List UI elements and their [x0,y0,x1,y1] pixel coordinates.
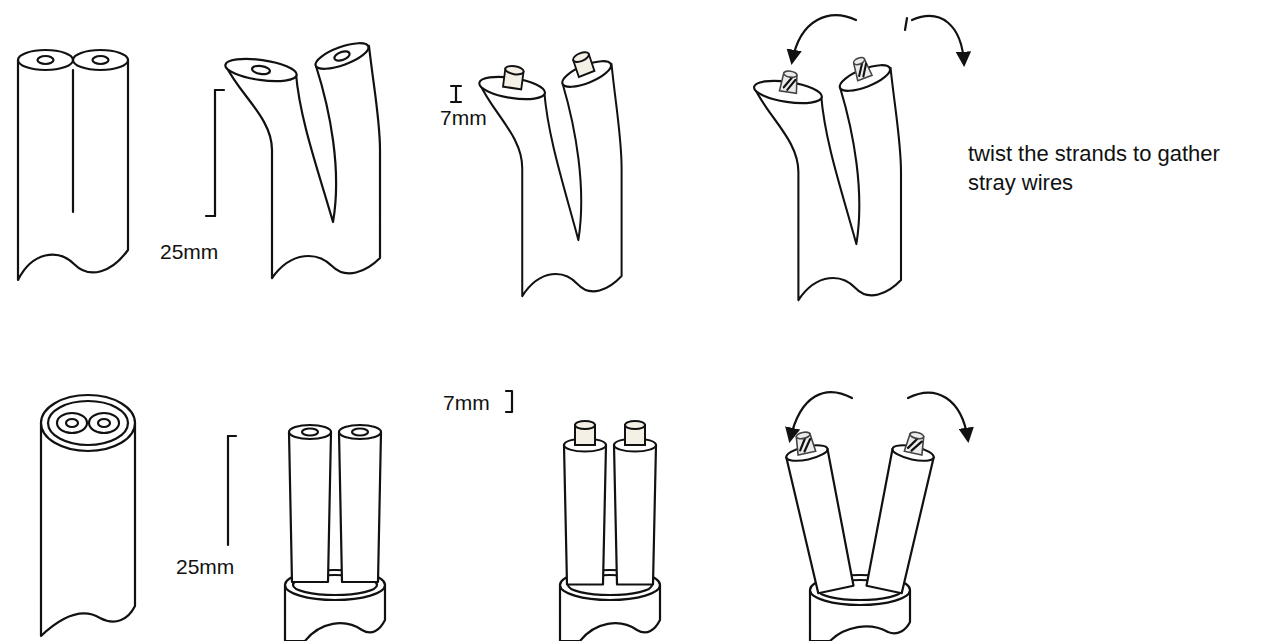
dimension-bracket [228,436,236,545]
dimension-mark [451,86,461,102]
flat-cable-whole [18,50,128,280]
dimension-label: 7mm [443,389,490,416]
dimension-bracket [206,90,224,216]
dimension-mark [506,391,512,412]
twist-arrows [792,15,964,64]
flat-cable-stripped [478,50,622,296]
dimension-label: 25mm [176,553,234,580]
flat-cable-split [224,38,380,278]
round-cable-whole [41,395,135,636]
twist-arrows [790,392,968,440]
flat-cable-twisted [753,56,901,300]
dimension-label: 25mm [160,238,218,265]
dimension-label: 7mm [440,104,487,131]
instruction-note: twist the strands to gather stray wires [968,140,1258,197]
round-cable-stripped [560,421,660,641]
round-cable-twisted [782,428,938,641]
round-cable-sheath-removed [285,425,385,641]
